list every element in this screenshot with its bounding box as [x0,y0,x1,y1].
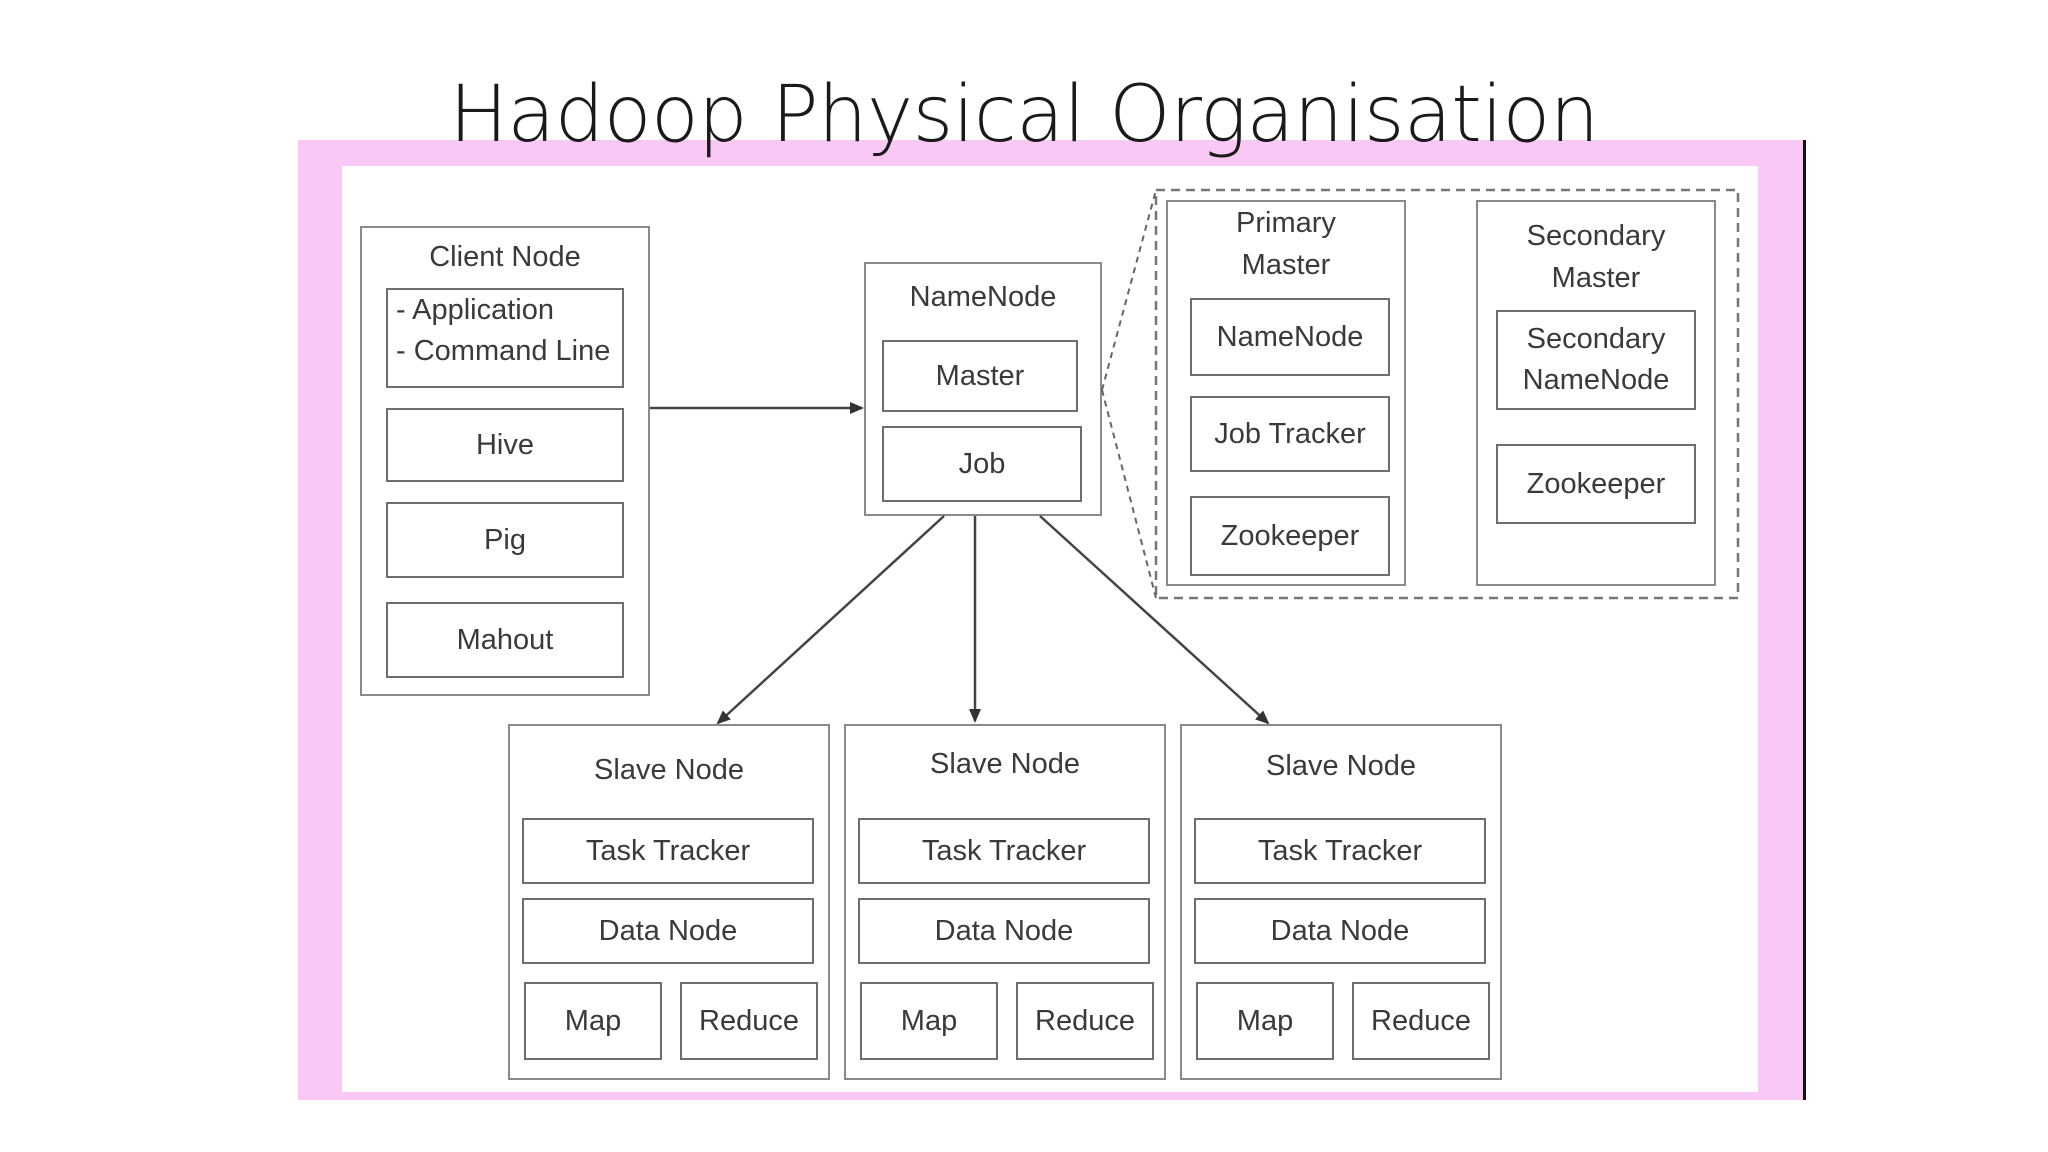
slave-node-1-task-tracker: Task Tracker [522,818,814,884]
primary-master-namenode: NameNode [1190,298,1390,376]
secondary-master-title: Secondary Master [1526,220,1666,295]
slave-node-2-data-node: Data Node [858,898,1150,964]
secondary-master-secondary-namenode: Secondary NameNode [1496,310,1696,410]
client-item-pig: Pig [386,502,624,578]
client-app-line-application: - Application [396,294,554,326]
slave-node-2-title: Slave Node [930,748,1080,780]
slave-node-2-reduce: Reduce [1016,982,1154,1060]
client-app-box: - Application - Command Line [386,288,624,388]
slave-node-3-reduce: Reduce [1352,982,1490,1060]
slave-node-3-data-node: Data Node [1194,898,1486,964]
client-item-mahout: Mahout [386,602,624,678]
slave-node-3-title: Slave Node [1266,750,1416,782]
primary-master-zookeeper: Zookeeper [1190,496,1390,576]
secondary-master-zookeeper: Zookeeper [1496,444,1696,524]
client-item-hive: Hive [386,408,624,482]
slave-node-1-map: Map [524,982,662,1060]
frame-edge [1803,140,1806,1100]
slave-node-1-title: Slave Node [594,754,744,786]
primary-master-title: Primary Master [1236,207,1336,282]
slave-node-1-data-node: Data Node [522,898,814,964]
name-node-master: Master [882,340,1078,412]
slave-node-1-reduce: Reduce [680,982,818,1060]
name-node-job: Job [882,426,1082,502]
client-node-title: Client Node [429,241,581,273]
primary-master-job-tracker: Job Tracker [1190,396,1390,472]
slave-node-2-task-tracker: Task Tracker [858,818,1150,884]
client-app-line-command-line: - Command Line [396,334,611,367]
name-node-title: NameNode [909,281,1057,313]
slide-title: Hadoop Physical Organisation [449,70,1599,160]
slave-node-3-task-tracker: Task Tracker [1194,818,1486,884]
slave-node-2-map: Map [860,982,998,1060]
slave-node-3-map: Map [1196,982,1334,1060]
